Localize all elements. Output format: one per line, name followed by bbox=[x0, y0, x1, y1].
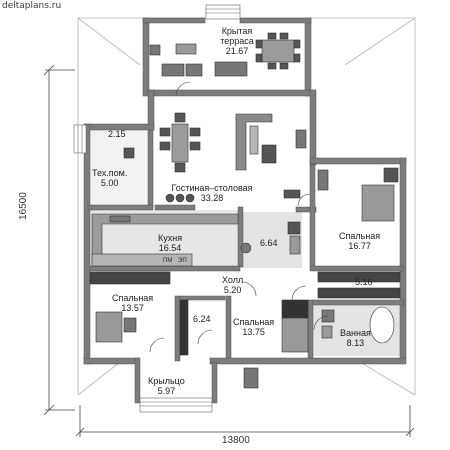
kitchen-name: Кухня bbox=[158, 233, 183, 243]
door-swings bbox=[149, 81, 329, 353]
label-room-624: 6.24 bbox=[193, 314, 211, 324]
label-cooktop: ЭП bbox=[178, 258, 187, 264]
porch-name: Крыльцо bbox=[148, 376, 185, 386]
wardrobe-bedroom-1357 bbox=[89, 271, 171, 285]
bedroom-1357-area: 13.57 bbox=[121, 303, 144, 313]
bathroom-area: 8.13 bbox=[346, 338, 365, 348]
wardrobe-hall bbox=[179, 299, 189, 356]
dimension-height: 16500 bbox=[18, 192, 29, 220]
living-area: 33.28 bbox=[200, 193, 224, 203]
floor-624 bbox=[185, 298, 230, 356]
room-215-area: 2.15 bbox=[108, 129, 126, 139]
floor-hall bbox=[150, 268, 315, 298]
label-terrace: Крытая терраса 21.67 bbox=[212, 26, 262, 56]
terrace-name-line1: Крытая bbox=[221, 26, 253, 36]
porch-area: 5.97 bbox=[157, 386, 176, 396]
steps bbox=[73, 4, 241, 413]
bathtub bbox=[369, 306, 395, 344]
furniture bbox=[89, 32, 401, 389]
label-bedroom-1677: Спальная 16.77 bbox=[339, 231, 380, 251]
tech-name: Тех.пом. bbox=[92, 168, 128, 178]
living-name: Гостиная–столовая bbox=[171, 183, 253, 193]
bathroom-name: Ванная bbox=[340, 328, 371, 338]
closet-516-area: 5.16 bbox=[355, 277, 373, 287]
hall-area: 5.20 bbox=[223, 285, 242, 295]
bedroom-1677-name: Спальная bbox=[339, 231, 381, 241]
watermark: deltaplans.ru bbox=[2, 1, 62, 11]
bed-1677 bbox=[361, 184, 395, 222]
dimension-lines bbox=[43, 64, 415, 437]
terrace-name-line2: терраса bbox=[220, 36, 254, 46]
label-room-215: 2.15 bbox=[108, 129, 126, 139]
label-kitchen: Кухня 16.54 bbox=[158, 233, 182, 253]
floor-porch bbox=[137, 358, 215, 398]
label-living: Гостиная–столовая 33.28 bbox=[162, 183, 262, 203]
label-closet-516: 5.16 bbox=[355, 277, 373, 287]
bedroom-1677-area: 16.77 bbox=[348, 241, 371, 251]
kitchen-area: 16.54 bbox=[158, 243, 182, 253]
bed-1357 bbox=[95, 311, 123, 343]
label-porch: Крыльцо 5.97 bbox=[148, 376, 185, 396]
hall-name: Холл bbox=[222, 275, 244, 285]
bedroom-1375-area: 13.75 bbox=[242, 327, 265, 337]
label-hall: Холл 5.20 bbox=[222, 275, 243, 295]
dimension-width: 13800 bbox=[222, 435, 250, 446]
label-bedroom-1375: Спальная 13.75 bbox=[233, 317, 274, 337]
porch-bench bbox=[243, 367, 259, 389]
walls bbox=[83, 17, 407, 404]
bed-1375 bbox=[281, 317, 309, 353]
label-bathroom: Ванная 8.13 bbox=[340, 328, 371, 348]
label-bedroom-1357: Спальная 13.57 bbox=[112, 293, 153, 313]
room-624-area: 6.24 bbox=[193, 314, 211, 324]
bath-664-area: 6.64 bbox=[260, 238, 278, 248]
floor-tech bbox=[88, 128, 153, 208]
bedroom-1375-name: Спальная bbox=[233, 317, 275, 327]
terrace-area: 21.67 bbox=[225, 46, 249, 56]
wardrobe-closet bbox=[317, 271, 401, 283]
wardrobe-bedroom-1375 bbox=[281, 299, 309, 319]
sofa bbox=[235, 113, 273, 171]
label-pm: ПМ bbox=[163, 258, 173, 264]
bedroom-1357-name: Спальная bbox=[112, 293, 154, 303]
terrace-table bbox=[261, 39, 295, 63]
dining-table bbox=[171, 123, 189, 163]
label-bath-664: 6.64 bbox=[260, 238, 278, 248]
tech-area: 5.00 bbox=[100, 178, 119, 188]
label-tech: Тех.пом. 5.00 bbox=[92, 168, 127, 188]
